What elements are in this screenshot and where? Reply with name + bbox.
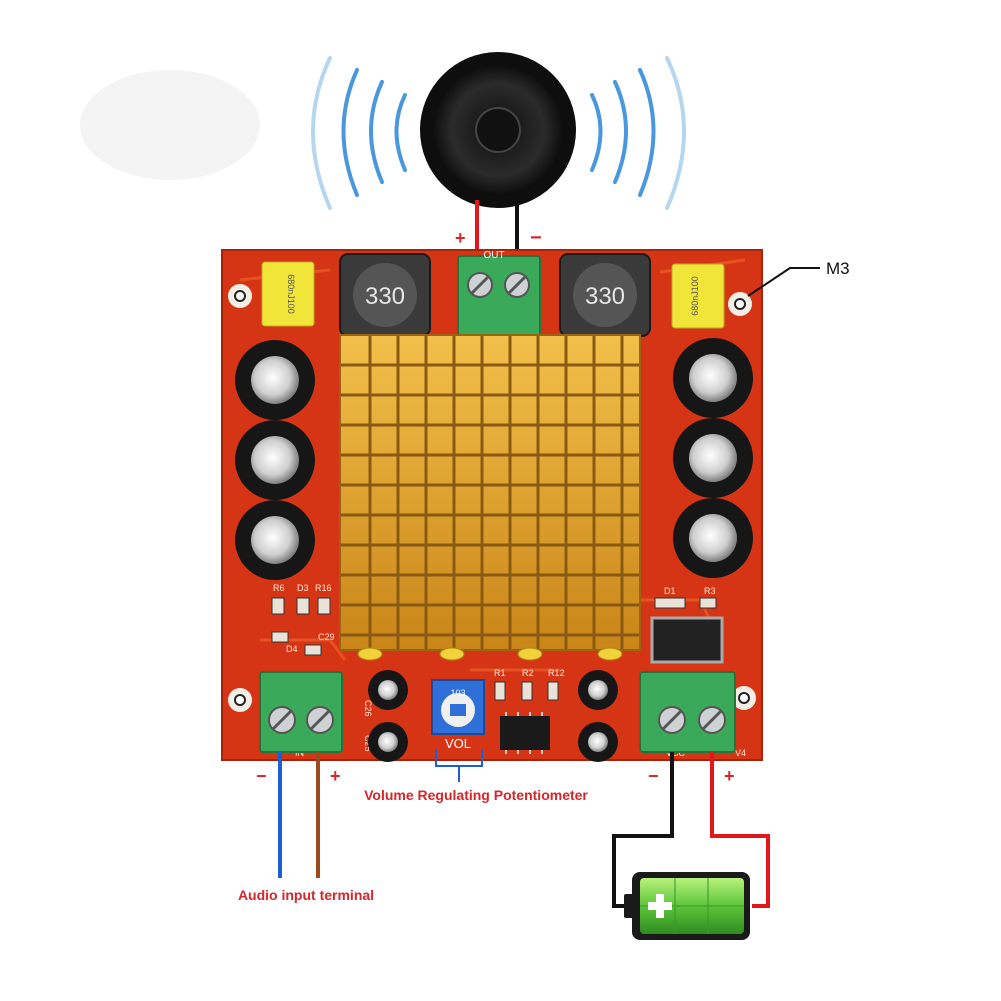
smd-diode [650,616,724,664]
power-wire-black [612,752,674,908]
film-cap-right-text: 680nJ100 [690,276,700,316]
heatsink-fins [340,335,640,650]
speaker-dust-cap [475,107,521,153]
silk-r2: R2 [522,668,534,678]
pot-code: 103 [450,688,465,698]
vol-label: VOL [445,736,471,751]
film-capacitor-left [261,261,315,327]
silk-c26: C26 [363,700,373,717]
small-caps-bottom [368,670,618,762]
input-plus-label: + [330,766,341,786]
power-wiring: − + [612,752,770,908]
silk-d3: D3 [297,583,309,593]
out-label: OUT [483,250,504,261]
ic-chip [500,712,550,754]
sound-waves-left [311,56,407,210]
power-wire-red [710,752,770,908]
smd-components [271,597,717,701]
battery-icon [624,872,750,940]
output-terminal-block: OUT [457,250,541,337]
m3-callout: M3 [747,259,850,297]
input-minus-label: − [256,766,267,786]
volume-potentiometer: 103 VOL [431,679,485,751]
heatsink [339,334,641,651]
audio-input-wires: − + Audio input terminal [238,752,374,903]
mount-hole-tl [228,284,252,308]
silk-r6: R6 [273,583,285,593]
silk-r3: R3 [704,586,716,596]
m3-label: M3 [826,259,850,278]
amplifier-board: 680nJ100 680nJ100 330 330 OUT [221,249,763,762]
speaker-plus-label: + [455,228,466,248]
silk-r12: R12 [548,668,565,678]
ceramic-caps [357,647,623,661]
mount-hole-tr [728,292,752,316]
sound-waves-right [590,56,686,210]
inductor-right-value: 330 [585,283,625,310]
background-haze [80,70,260,180]
power-minus-label: − [648,766,659,786]
silk-c29: C29 [318,632,335,642]
volume-label: Volume Regulating Potentiometer [364,787,588,803]
audio-input-label: Audio input terminal [238,887,374,903]
silk-v4: V4 [735,748,746,758]
film-cap-left-text: 680nJ100 [286,274,296,314]
power-plus-label: + [724,766,735,786]
inductor-left: 330 [339,253,431,337]
power-terminal-block [639,671,736,753]
electrolytic-caps-right [673,338,753,578]
speaker-minus-label: − [530,227,542,249]
speaker: + − [311,52,686,258]
silk-d1: D1 [664,586,676,596]
inductor-left-value: 330 [365,283,405,310]
film-capacitor-right [671,263,725,329]
silk-d4: D4 [286,644,298,654]
volume-callout: Volume Regulating Potentiometer [364,750,588,803]
input-terminal-block [259,671,343,753]
silk-r16: R16 [315,583,332,593]
silk-r1: R1 [494,668,506,678]
mount-hole-br [732,686,756,710]
silk-c25: C25 [363,735,373,752]
mount-hole-bl [228,688,252,712]
silkscreen: R6 D3 R16 C29 D4 C26 C25 R1 R2 R12 D1 R3… [273,583,746,758]
inductor-right: 330 [559,253,651,337]
electrolytic-caps-left [235,340,315,580]
